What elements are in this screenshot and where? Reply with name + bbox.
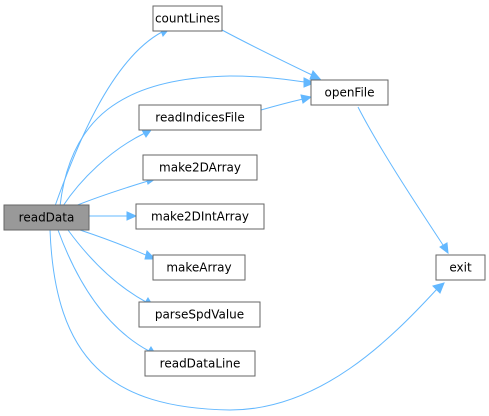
node-readDataLine[interactable]: readDataLine — [144, 350, 256, 377]
node-label: readIndicesFile — [155, 111, 244, 125]
edge-readIndicesFile-openFile — [260, 94, 313, 111]
node-label: make2DIntArray — [151, 210, 249, 224]
edge-readData-openFile — [59, 75, 316, 207]
node-makeArray[interactable]: makeArray — [152, 254, 246, 281]
node-readIndicesFile[interactable]: readIndicesFile — [138, 104, 262, 131]
edge-readData-makeArray — [79, 229, 157, 260]
edge-readData-exit — [49, 229, 445, 411]
node-countLines[interactable]: countLines — [152, 5, 223, 32]
node-readData[interactable]: readData — [3, 204, 90, 231]
node-make2DIntArray[interactable]: make2DIntArray — [135, 203, 265, 230]
node-label: readData — [19, 211, 75, 225]
node-label: makeArray — [166, 261, 231, 275]
node-label: exit — [449, 261, 472, 275]
edge-countLines-openFile — [221, 29, 322, 80]
edge-readData-parseSpdValue — [67, 229, 154, 307]
node-openFile[interactable]: openFile — [310, 79, 389, 106]
node-make2DArray[interactable]: make2DArray — [142, 154, 258, 181]
edge-readData-make2DArray — [74, 176, 157, 207]
node-label: parseSpdValue — [155, 308, 244, 322]
edge-openFile-exit — [357, 106, 449, 255]
node-parseSpdValue[interactable]: parseSpdValue — [138, 301, 261, 328]
edge-readData-readDataLine — [57, 229, 157, 356]
node-label: openFile — [324, 86, 374, 100]
node-label: countLines — [155, 12, 220, 26]
edge-readData-make2DIntArray — [89, 211, 138, 221]
node-exit[interactable]: exit — [435, 254, 486, 281]
node-label: readDataLine — [160, 357, 241, 371]
node-label: make2DArray — [159, 161, 241, 175]
